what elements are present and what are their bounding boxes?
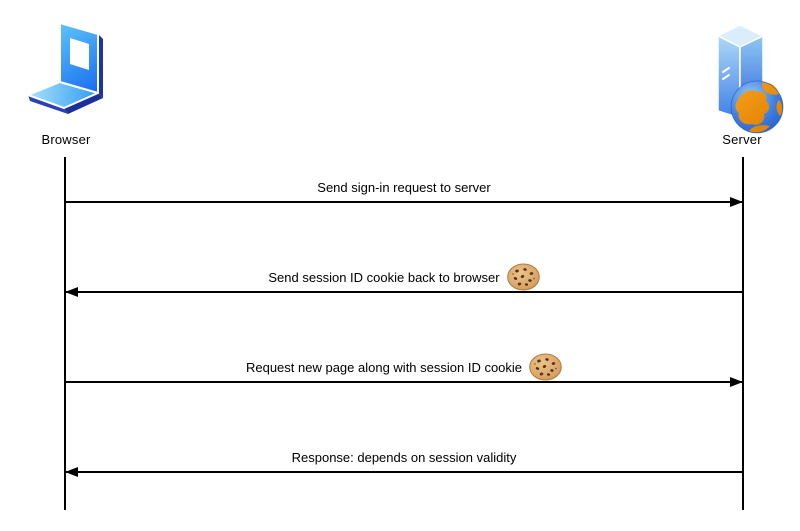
- lifeline-browser: [64, 157, 66, 510]
- message-label: Request new page along with session ID c…: [245, 359, 523, 375]
- cookie-icon: [529, 353, 562, 381]
- message-sign-in-request: Send sign-in request to server: [65, 173, 743, 207]
- lifeline-server: [742, 157, 744, 510]
- message-label: Response: depends on session validity: [291, 449, 517, 465]
- message-response-validity: Response: depends on session validity: [65, 443, 743, 477]
- browser-laptop-icon: [28, 22, 103, 114]
- actor-label-server: Server: [722, 132, 762, 147]
- message-request-page-with-cookie: Request new page along with session ID c…: [65, 353, 743, 387]
- arrow-left: [65, 287, 743, 297]
- message-label: Send sign-in request to server: [317, 179, 491, 195]
- message-session-cookie-back: Send session ID cookie back to browser: [65, 263, 743, 297]
- arrow-right: [65, 377, 743, 387]
- server-globe-icon: [717, 24, 784, 134]
- actor-label-browser: Browser: [41, 132, 91, 147]
- arrow-left: [65, 467, 743, 477]
- cookie-icon: [506, 263, 540, 291]
- arrow-right: [65, 197, 743, 207]
- message-label: Send session ID cookie back to browser: [268, 269, 500, 285]
